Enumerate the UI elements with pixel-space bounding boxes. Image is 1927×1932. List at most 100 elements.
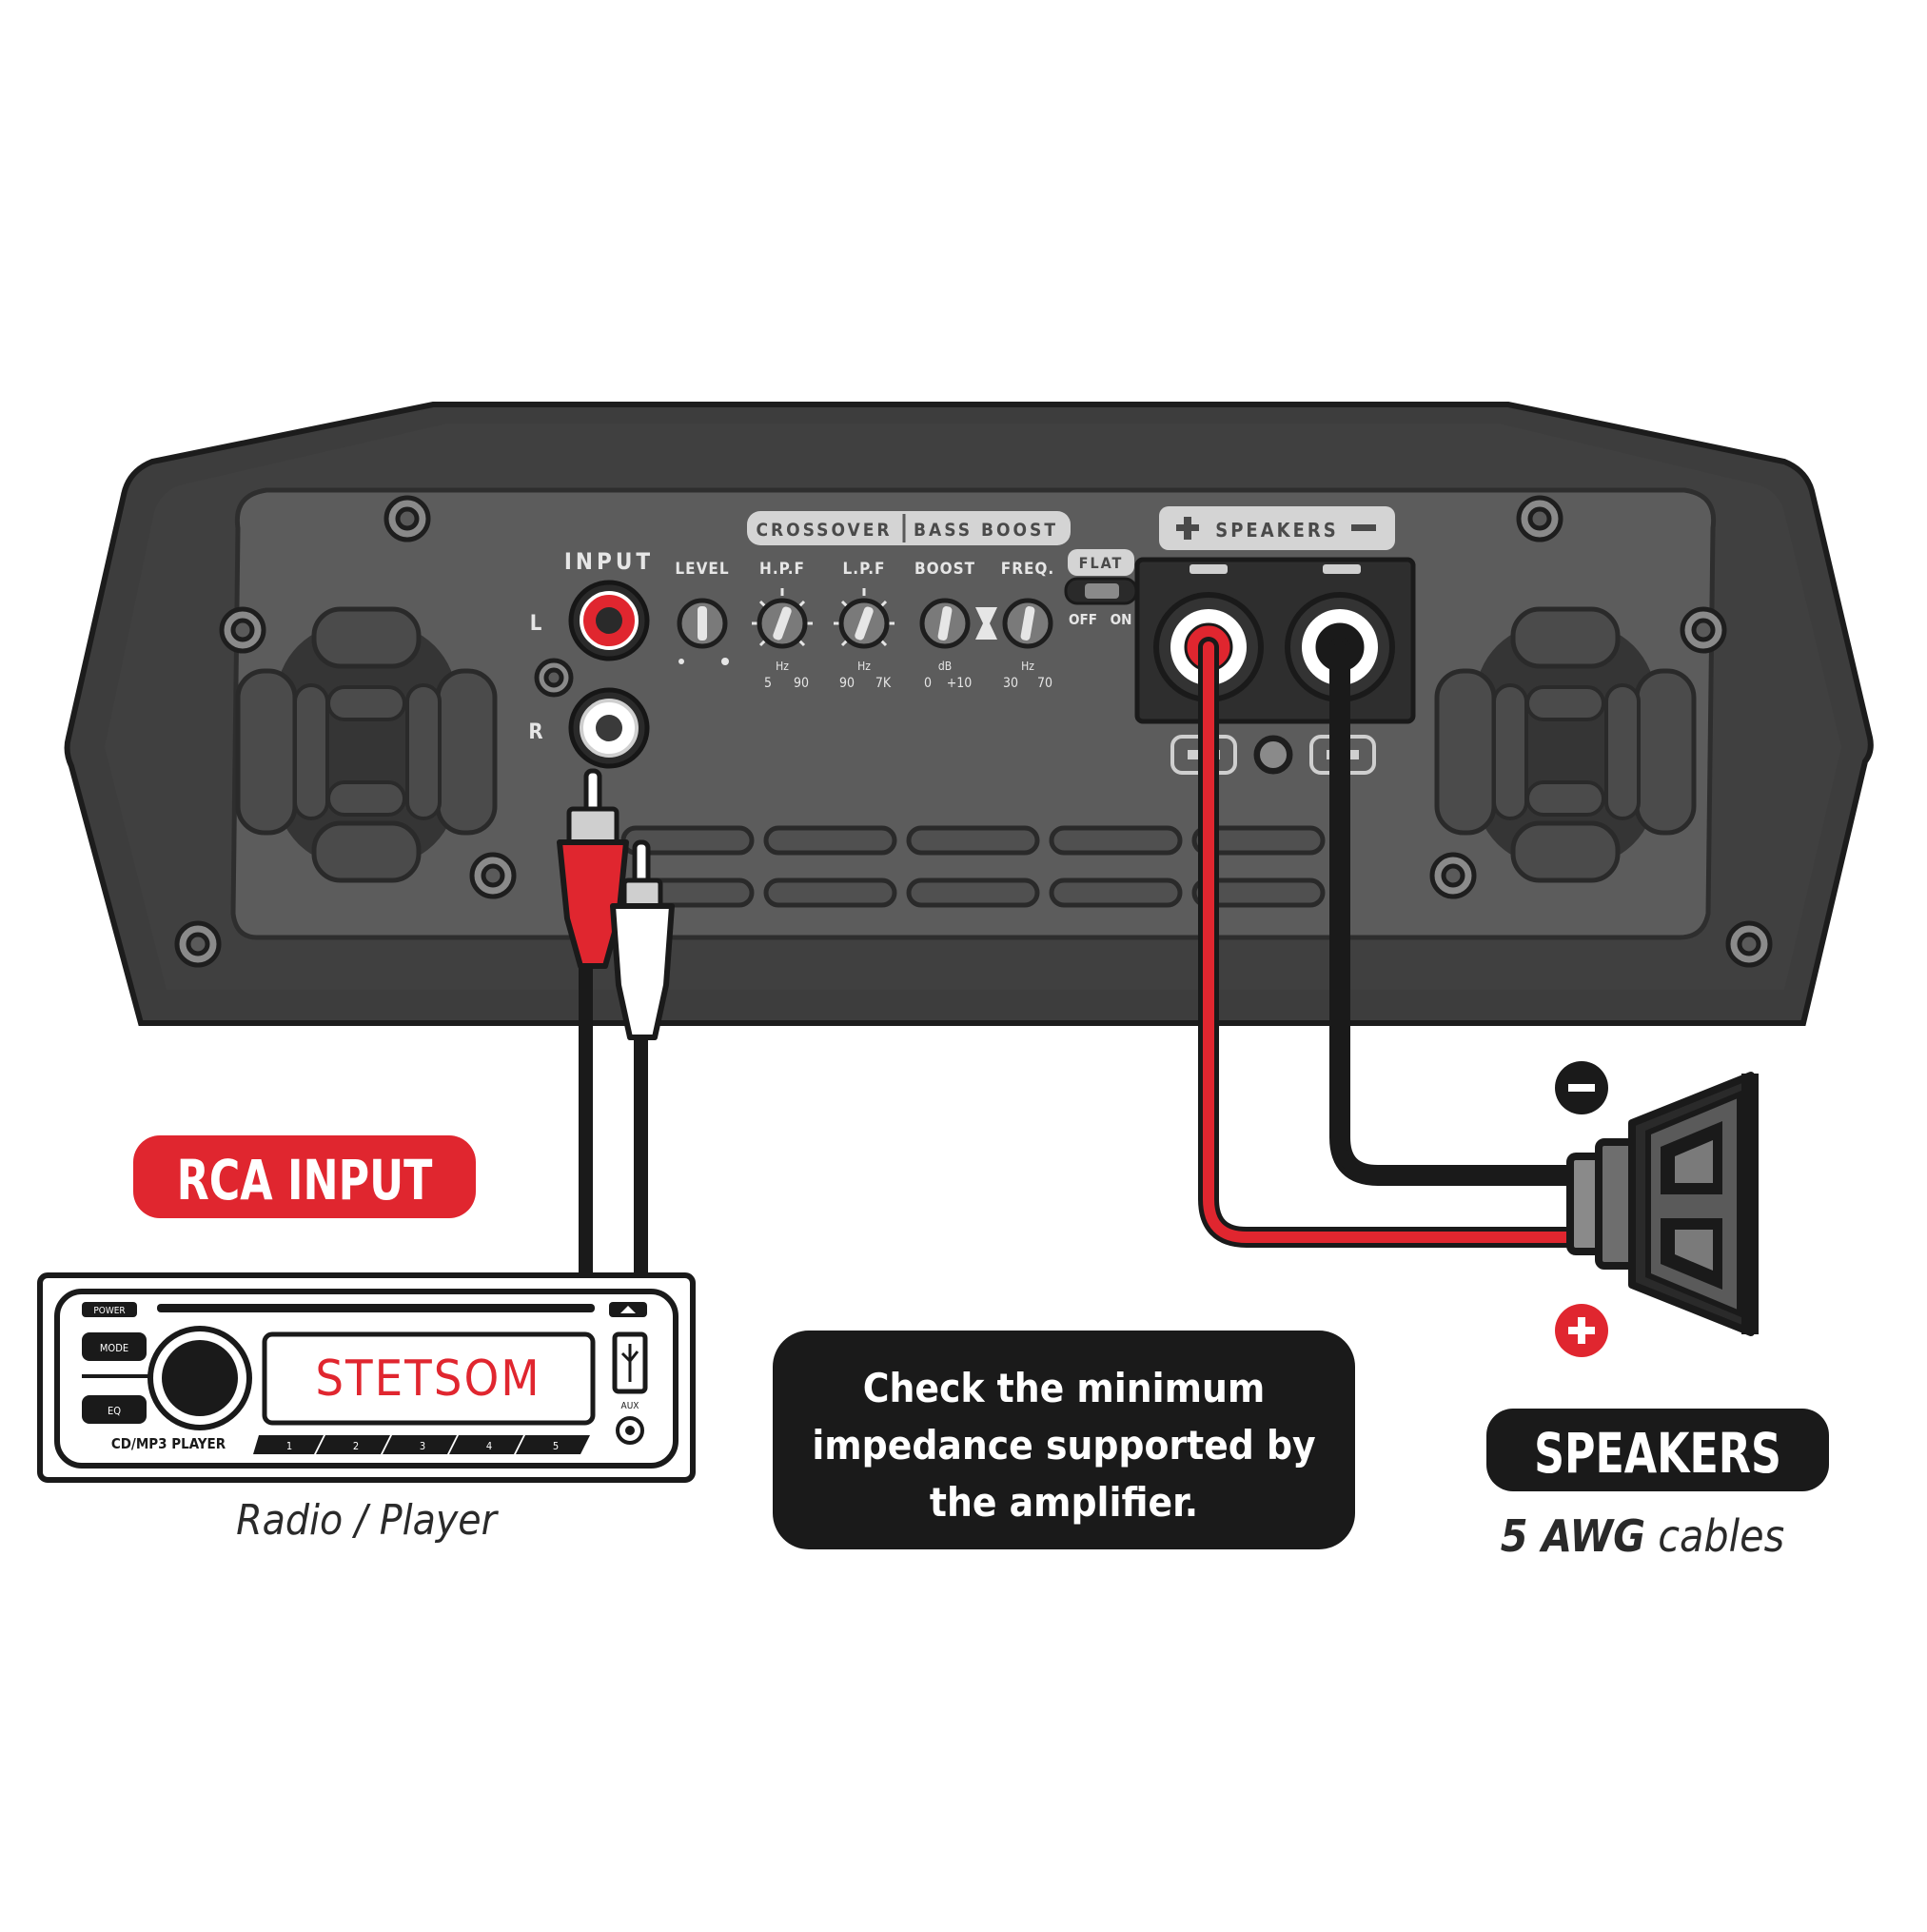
aux-jack[interactable]	[616, 1416, 644, 1445]
lpf-label: L.P.F	[843, 560, 886, 579]
preset-label: 3	[420, 1440, 425, 1452]
mode-label: MODE	[100, 1342, 128, 1354]
rca-input-badge: RCA INPUT	[133, 1135, 476, 1218]
minus-icon	[1351, 524, 1376, 531]
boost-max: +10	[947, 676, 973, 691]
speakers-terminal-label: SPEAKERS	[1215, 519, 1338, 542]
boost-min: 0	[924, 676, 932, 691]
eq-button[interactable]: EQ	[82, 1395, 147, 1424]
amplifier: INPUT L R CROSSOVER BASS BOOST LEVEL H.P…	[64, 402, 1874, 1026]
screw-icon	[1429, 852, 1477, 899]
freq-max: 70	[1037, 676, 1052, 691]
preset-button[interactable]	[316, 1435, 390, 1454]
lpf-unit: Hz	[857, 660, 871, 673]
crossover-label: CROSSOVER	[756, 520, 892, 541]
off-label: OFF	[1069, 611, 1097, 628]
preset-button[interactable]	[516, 1435, 590, 1454]
eject-button[interactable]	[609, 1302, 647, 1317]
power-label: POWER	[93, 1306, 125, 1316]
level-label: LEVEL	[675, 560, 729, 579]
flat-label: FLAT	[1079, 554, 1124, 572]
eq-label: EQ	[108, 1405, 121, 1417]
preset-label: 2	[353, 1440, 359, 1452]
speakers-label: SPEAKERS	[1534, 1421, 1781, 1486]
display-text: STETSOM	[315, 1350, 541, 1408]
freq-min: 30	[1003, 676, 1018, 691]
preset-button[interactable]	[449, 1435, 523, 1454]
rca-red-plug[interactable]	[557, 768, 629, 969]
note-line-1: Check the minimum	[863, 1365, 1266, 1411]
right-channel-label: R	[528, 720, 542, 744]
hpf-label: H.P.F	[759, 560, 805, 579]
lpf-min: 90	[839, 676, 855, 691]
note-line-2: impedance supported by	[812, 1422, 1315, 1469]
rca-cables	[557, 768, 675, 1309]
preset-label: 4	[486, 1440, 492, 1452]
radio-display: STETSOM	[262, 1331, 596, 1426]
impedance-note: Check the minimum impedance supported by…	[773, 1331, 1355, 1549]
note-line-3: the amplifier.	[930, 1479, 1198, 1526]
mode-button[interactable]: MODE	[82, 1332, 147, 1361]
knob-scales: Hz 5 90 Hz 90 7K dB 0 +10 Hz 30 70	[764, 660, 1052, 691]
speaker-icon	[1566, 1072, 1759, 1336]
hpf-knob[interactable]	[752, 588, 813, 649]
input-label: INPUT	[564, 548, 654, 575]
preset-button[interactable]	[253, 1435, 324, 1454]
hpf-max: 90	[794, 676, 809, 691]
lpf-knob[interactable]	[834, 588, 895, 649]
rca-right-jack[interactable]	[568, 687, 650, 769]
model-label: CD/MP3 PLAYER	[111, 1435, 226, 1452]
cable-word: cables	[1658, 1510, 1784, 1562]
bass-boost-label: BASS BOOST	[914, 520, 1058, 541]
preset-button[interactable]	[383, 1435, 457, 1454]
boost-knob[interactable]	[919, 598, 971, 649]
freq-knob[interactable]	[1002, 598, 1053, 649]
screw-icon	[534, 658, 574, 698]
screw-icon	[1516, 495, 1563, 542]
rca-input-label: RCA INPUT	[177, 1148, 433, 1212]
aux-label: AUX	[621, 1401, 639, 1411]
cable-spec: 5 AWG cables	[1501, 1510, 1784, 1562]
speaker-terminals-header: SPEAKERS	[1159, 506, 1395, 550]
freq-unit: Hz	[1021, 660, 1034, 673]
screw-icon	[219, 606, 266, 654]
usb-port[interactable]	[612, 1331, 648, 1394]
freq-label: FREQ.	[1001, 560, 1055, 579]
flat-switch[interactable]: FLAT OFF ON	[1064, 549, 1138, 628]
hpf-unit: Hz	[776, 660, 789, 673]
boost-unit: dB	[938, 660, 952, 673]
rca-left-jack[interactable]	[568, 580, 650, 661]
cable-gauge: 5 AWG	[1501, 1510, 1645, 1562]
screw-icon	[469, 852, 517, 899]
screws	[174, 495, 1773, 968]
rca-white-plug[interactable]	[610, 839, 675, 1040]
screw-icon	[383, 495, 431, 542]
plus-icon	[1176, 517, 1199, 540]
screw-icon	[174, 920, 222, 968]
volume-knob[interactable]	[147, 1326, 252, 1430]
usb-icon	[620, 1344, 639, 1382]
radio-player: POWER MODE EQ STETSOM AUX	[37, 1272, 696, 1483]
eject-icon	[620, 1306, 636, 1313]
preset-label: 5	[553, 1440, 559, 1452]
preset-buttons: 1 2 3 4 5	[253, 1435, 590, 1454]
right-fan-grille	[1434, 606, 1697, 883]
preset-label: 1	[286, 1440, 292, 1452]
left-channel-label: L	[530, 612, 542, 636]
minus-badge-icon	[1555, 1061, 1608, 1114]
on-label: ON	[1111, 611, 1132, 628]
radio-caption: Radio / Player	[236, 1496, 499, 1545]
hpf-min: 5	[764, 676, 772, 691]
left-fan-grille	[235, 606, 498, 883]
power-button[interactable]: POWER	[82, 1302, 137, 1317]
crossover-bass-boost-header: CROSSOVER BASS BOOST	[747, 511, 1071, 545]
cd-slot	[157, 1304, 595, 1312]
speaker-cables	[1198, 637, 1585, 1248]
lpf-max: 7K	[875, 676, 892, 691]
level-knob[interactable]	[677, 598, 729, 665]
plus-badge-icon	[1555, 1304, 1608, 1357]
boost-label: BOOST	[914, 560, 975, 579]
screw-icon	[1680, 606, 1727, 654]
bass-boost-separator-icon	[975, 607, 997, 640]
